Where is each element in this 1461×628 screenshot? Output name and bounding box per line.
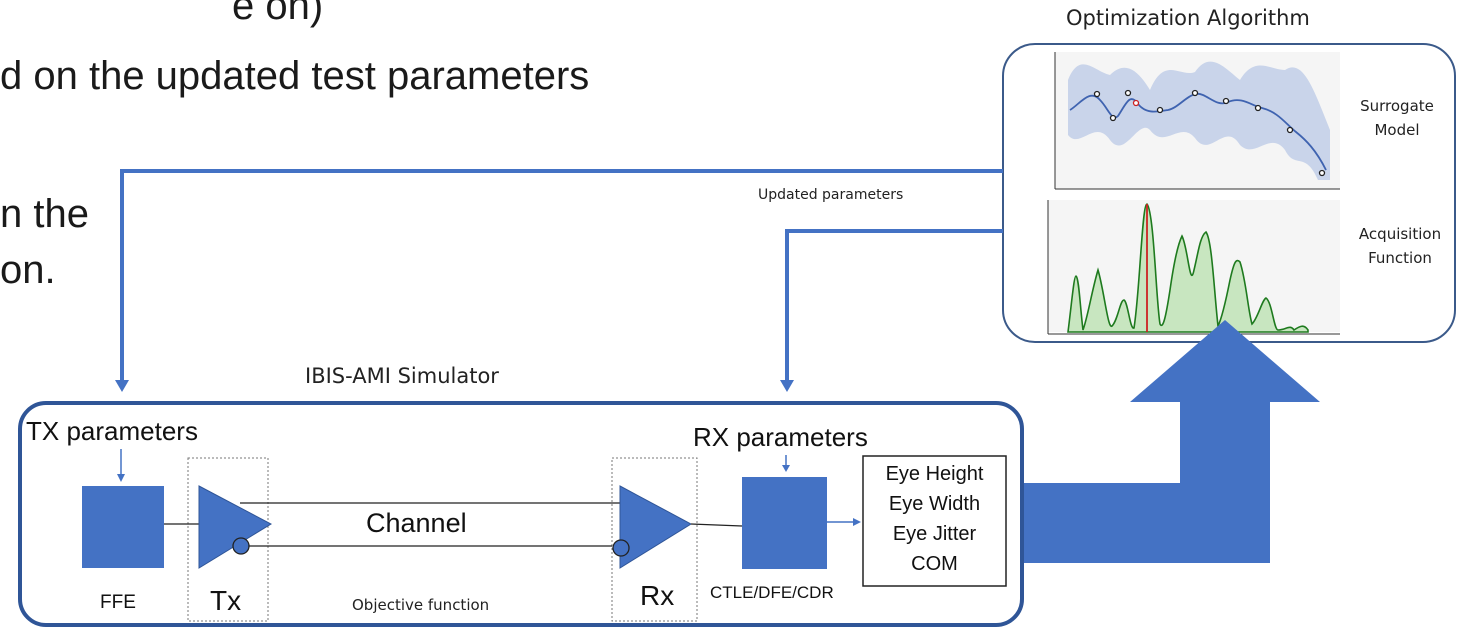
slide-text-line-3: n the — [0, 192, 89, 236]
observation-point — [1318, 169, 1326, 177]
rx-buffer-bubble — [612, 539, 630, 557]
acquisition-plot — [1047, 200, 1340, 335]
surrogate-label-line-2: Model — [1374, 121, 1420, 139]
slide-text-line-2: d on the updated test parameters — [0, 54, 590, 98]
metrics-list: Eye Height Eye Width Eye Jitter COM — [863, 459, 1006, 579]
ffe-label: FFE — [100, 592, 136, 613]
observation-point — [1109, 114, 1117, 122]
feedback-lines — [120, 169, 1003, 382]
next-sample-point — [1132, 99, 1140, 107]
metric-com: COM — [911, 553, 958, 575]
observation-point — [1156, 106, 1164, 114]
observation-point — [1222, 97, 1230, 105]
tx-feedback-line — [120, 169, 1003, 382]
ffe-block — [82, 486, 164, 568]
simulator-title: IBIS-AMI Simulator — [305, 364, 499, 388]
tx-feedback-arrowhead — [115, 380, 129, 392]
observation-point — [1093, 90, 1101, 98]
optimization-title: Optimization Algorithm — [1066, 6, 1310, 30]
channel-label: Channel — [366, 508, 467, 538]
metric-eye-jitter: Eye Jitter — [892, 523, 977, 545]
updated-parameters-label: Updated parameters — [758, 187, 904, 203]
tx-buffer-bubble — [232, 537, 250, 555]
metrics-box — [862, 455, 1007, 587]
surrogate-model-label: Surrogate Model — [1352, 94, 1442, 142]
surrogate-observations — [1093, 89, 1326, 177]
acquisition-label-line-2: Function — [1368, 249, 1432, 267]
observation-point — [1254, 104, 1262, 112]
acquisition-function-label: Acquisition Function — [1352, 222, 1448, 270]
surrogate-confidence-band — [1068, 61, 1330, 180]
rx-to-ctle-line — [690, 523, 743, 527]
metric-eye-height: Eye Height — [885, 463, 984, 485]
rx-feedback-line — [785, 229, 1003, 382]
metric-eye-width: Eye Width — [888, 493, 981, 515]
observation-point — [1286, 126, 1294, 134]
observation-point — [1191, 89, 1199, 97]
rx-parameters-label: RX parameters — [693, 422, 868, 452]
slide-text-line-4: on. — [0, 248, 56, 292]
acquisition-curve — [1067, 203, 1309, 333]
rx-buffer-symbol — [619, 485, 693, 569]
surrogate-plot — [1054, 52, 1340, 190]
objective-function-label: Objective function — [352, 596, 490, 614]
ctle-dfe-cdr-label: CTLE/DFE/CDR — [710, 583, 834, 602]
simulator-frame — [18, 401, 1024, 627]
tx-dotted-box — [187, 457, 269, 622]
output-arrow — [1010, 320, 1320, 563]
slide-text-line-1: e on) — [232, 0, 324, 28]
rx-feedback-arrowhead — [780, 380, 794, 392]
tx-parameters-label: TX parameters — [26, 416, 198, 446]
surrogate-label-line-1: Surrogate — [1360, 97, 1434, 115]
tx-label: Tx — [210, 585, 242, 616]
surrogate-mean-curve — [1069, 93, 1327, 171]
ctle-block — [742, 477, 827, 569]
rx-label: Rx — [640, 580, 675, 611]
acquisition-label-line-1: Acquisition — [1358, 225, 1442, 243]
observation-point — [1124, 89, 1132, 97]
